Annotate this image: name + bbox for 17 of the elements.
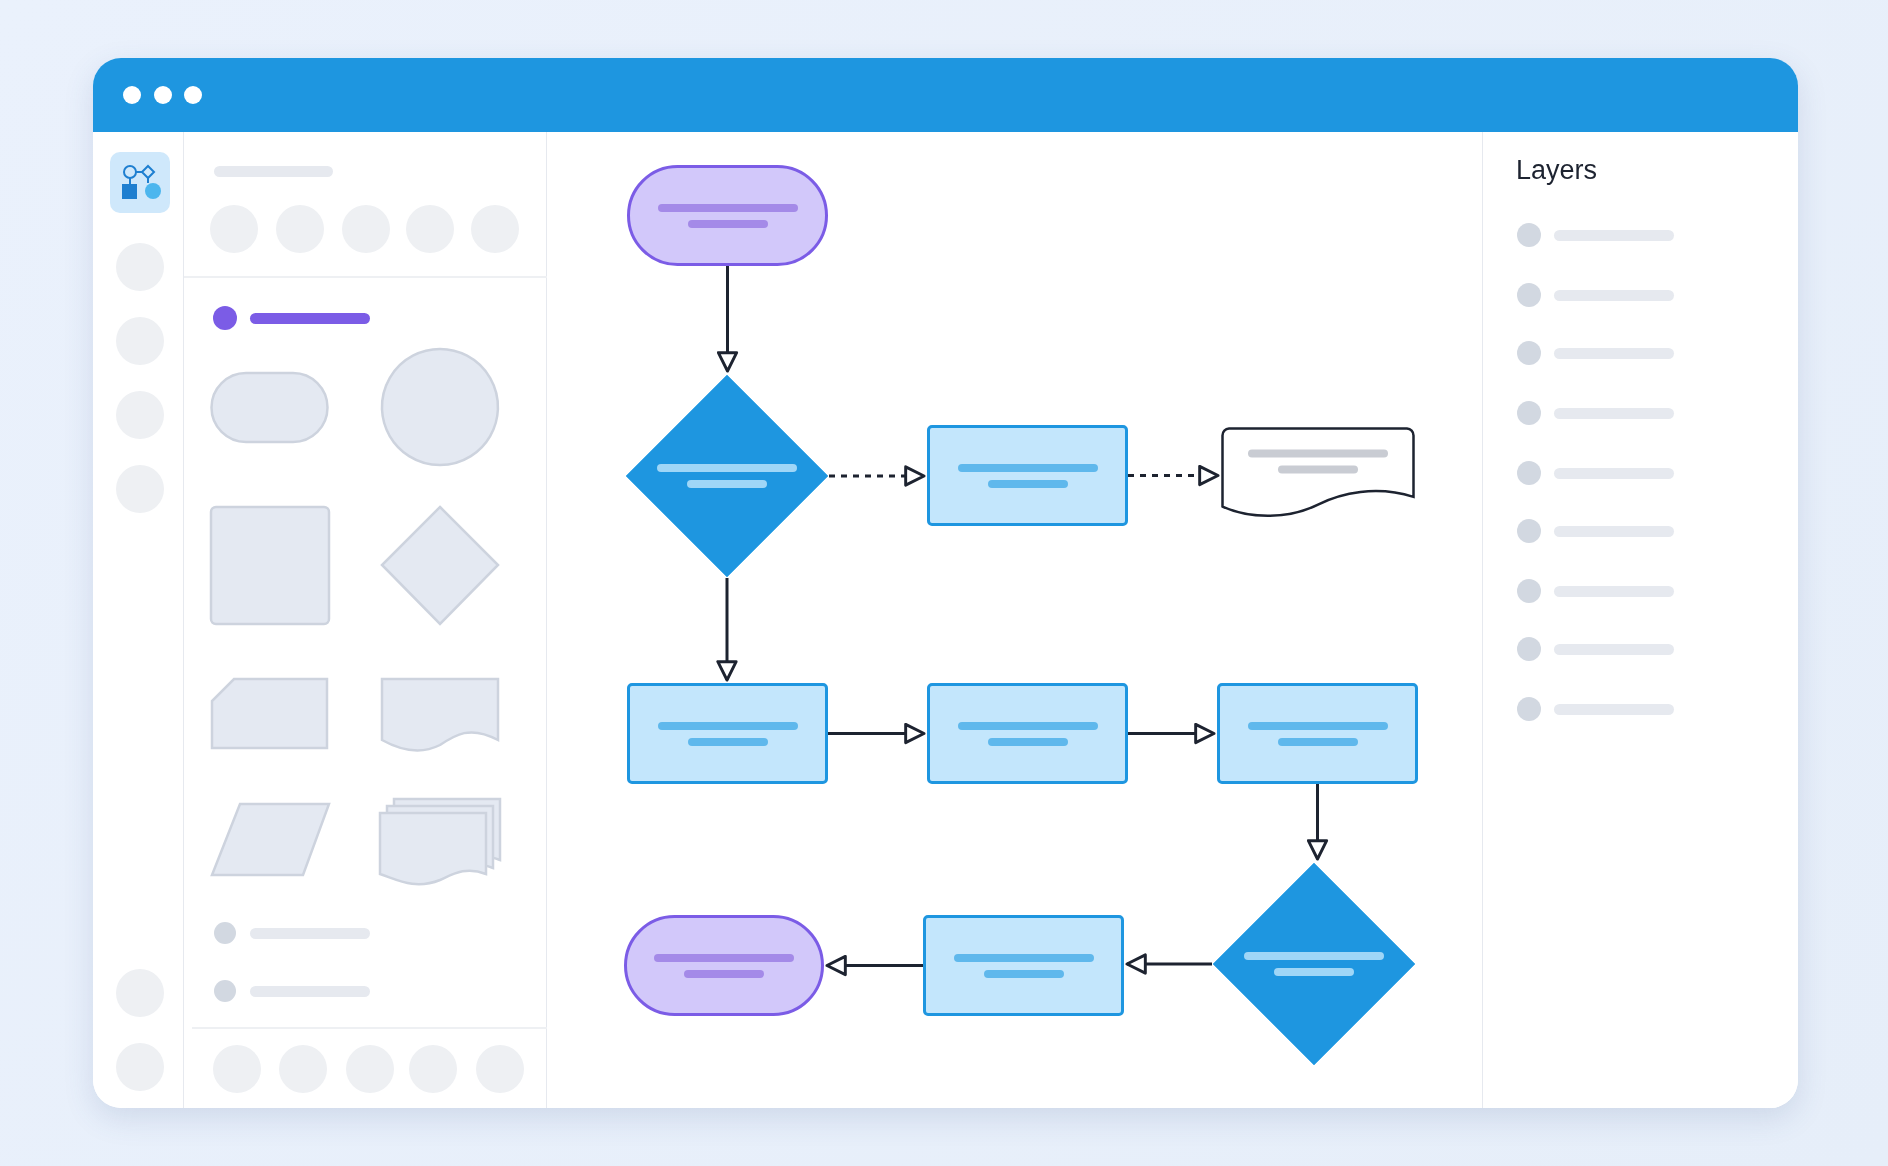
arrow <box>829 465 926 487</box>
process-box <box>627 683 828 784</box>
arrow <box>825 954 923 977</box>
decision-diamond <box>1212 862 1416 1066</box>
panel-title: Layers <box>1516 155 1598 186</box>
arrow <box>1306 784 1329 861</box>
process-box <box>927 425 1128 526</box>
process-box <box>927 683 1128 784</box>
decision-diamond <box>625 374 829 578</box>
arrow <box>1128 464 1220 487</box>
arrow <box>716 266 739 373</box>
process-box <box>923 915 1124 1016</box>
arrow <box>828 722 926 745</box>
arrow <box>1128 722 1216 745</box>
process-box <box>1217 683 1418 784</box>
arrow <box>716 578 738 682</box>
arrow <box>1125 953 1212 975</box>
